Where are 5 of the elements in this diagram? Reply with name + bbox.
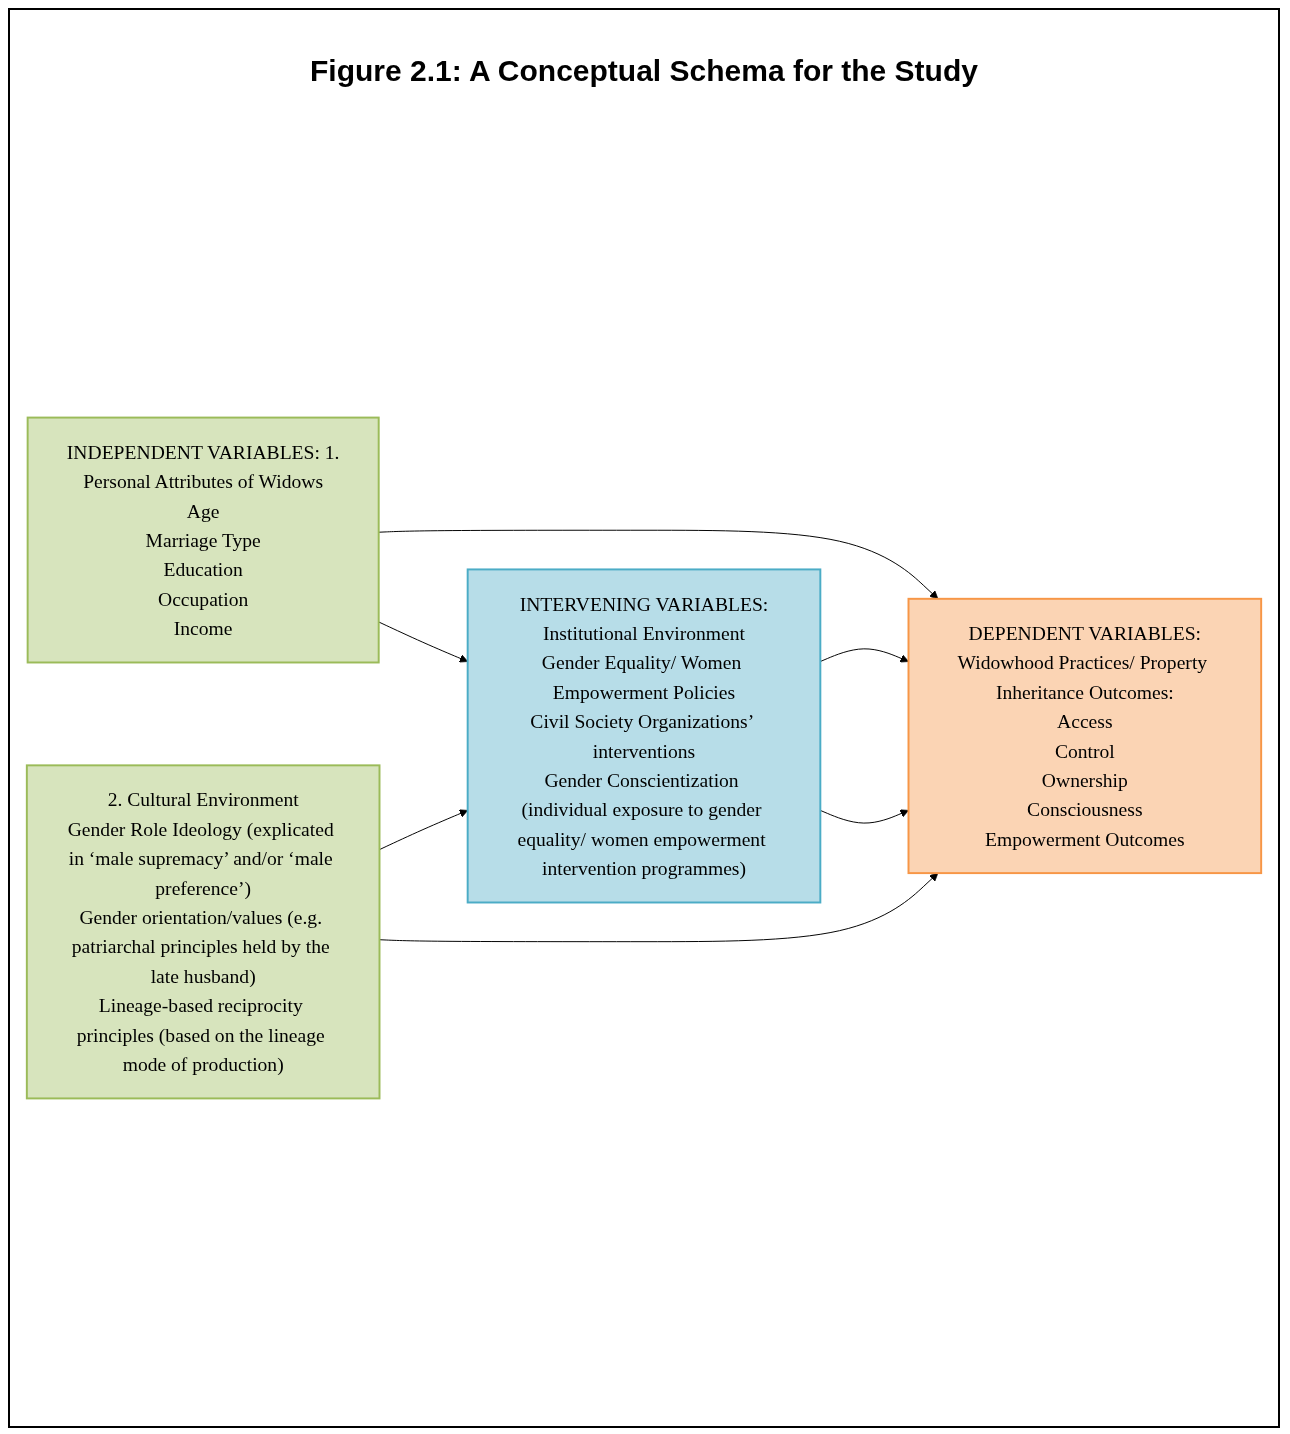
node-box: INTERVENING VARIABLES: Institutional Environment Gender Equality/ Women Empowerment Policies Civil Society Organizations’ interventions Gender Conscientization (individual exposure to gender equality/ women empowerment intervention programmes) xyxy=(466,568,822,904)
figure-title: Figure 2.1: A Conceptual Schema for the Study xyxy=(309,54,979,88)
node-box: DEPENDENT VARIABLES: Widowhood Practices/ Property Inheritance Outcomes: Access Control Ownership Consciousness Empowerment Outcomes xyxy=(907,597,1263,875)
node-box: 2. Cultural Environment Gender Role Ideology (explicated in ‘male supremacy’ and/or ‘male preference’) Gender orientation/values (e.g. patriarchal principles held by the late husband) Lineage-based reciprocity principles (based on the lineage mode of production) xyxy=(25,764,381,1100)
node-box: INDEPENDENT VARIABLES: 1. Personal Attributes of Widows Age Marriage Type Education Occupation Income xyxy=(26,416,380,664)
